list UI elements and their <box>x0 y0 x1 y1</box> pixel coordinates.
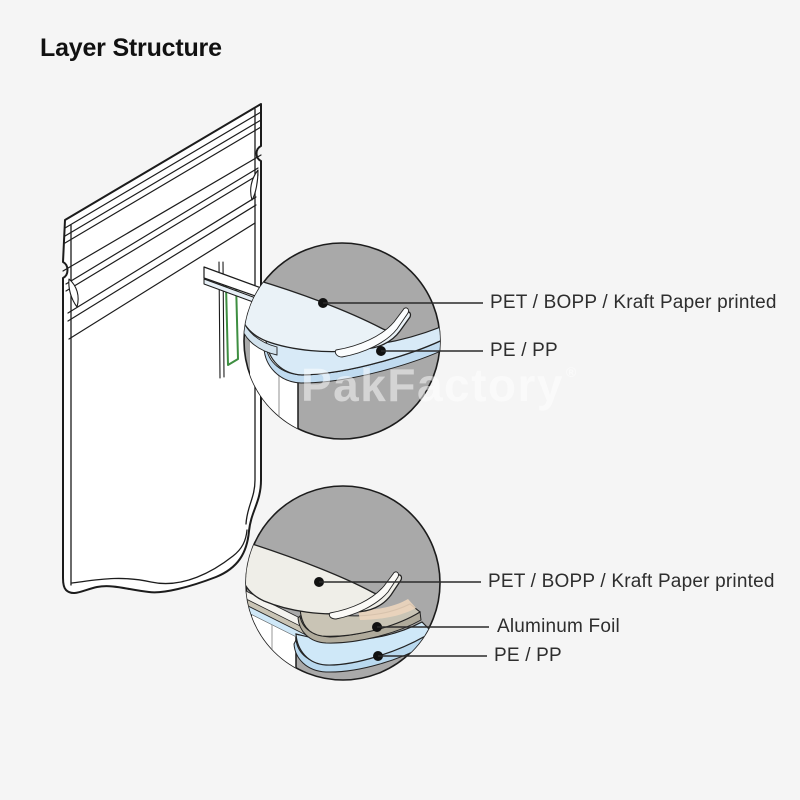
label-bottom-pet-bopp-kraft: PET / BOPP / Kraft Paper printed <box>488 571 775 592</box>
page-title: Layer Structure <box>40 34 222 62</box>
zipper-end-left <box>68 278 79 308</box>
tear-line <box>62 154 262 272</box>
callout-circle-bottom <box>245 485 489 681</box>
pouch-illustration <box>62 103 265 594</box>
label-top-pe-pp: PE / PP <box>490 340 558 361</box>
pouch-outline <box>62 103 262 594</box>
top-seal-lines <box>64 111 262 244</box>
zipper-lines <box>65 167 259 340</box>
watermark: PakFactory® <box>301 359 577 411</box>
pet-layer-b-curl <box>328 571 399 620</box>
callout-circle-top <box>243 242 483 440</box>
label-bottom-aluminum-foil: Aluminum Foil <box>497 616 620 637</box>
label-bottom-pe-pp: PE / PP <box>494 645 562 666</box>
zipper-end-right <box>250 169 259 201</box>
pet-layer-curl <box>334 307 409 358</box>
registered-mark: ® <box>566 364 577 380</box>
foil-highlight <box>358 599 416 620</box>
label-top-pet-bopp-kraft: PET / BOPP / Kraft Paper printed <box>490 292 777 313</box>
